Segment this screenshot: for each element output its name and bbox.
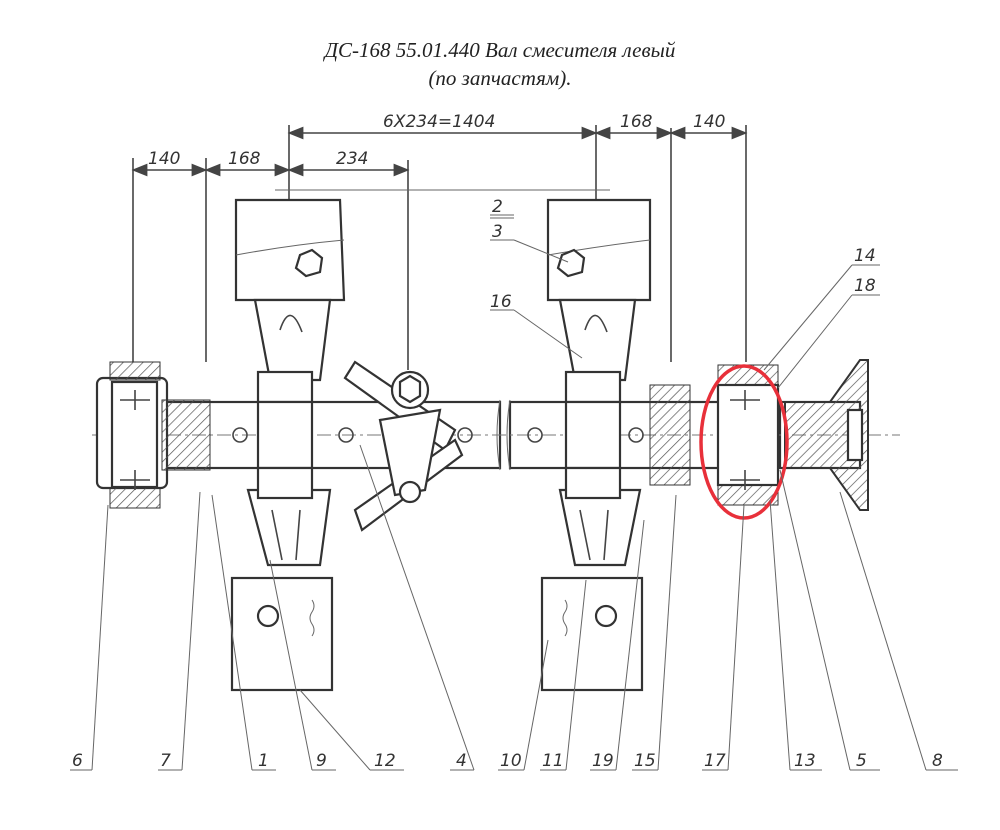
callout-14: 14 xyxy=(854,246,876,266)
label-9: 9 xyxy=(316,751,327,771)
callout-18: 18 xyxy=(854,276,876,296)
label-10: 10 xyxy=(500,751,522,771)
highlight-ellipse xyxy=(699,364,789,520)
dim-234: 234 xyxy=(336,149,368,169)
label-6: 6 xyxy=(72,751,83,771)
label-4: 4 xyxy=(456,751,467,771)
bottom-leaders xyxy=(70,444,958,771)
label-8: 8 xyxy=(932,751,943,771)
bearing-left xyxy=(95,361,211,509)
drawing-subtitle: (по запчастям). xyxy=(428,66,572,90)
callout-16: 16 xyxy=(490,292,512,312)
callout-2: 2 xyxy=(492,197,503,217)
label-13: 13 xyxy=(794,751,816,771)
dim-140-right: 140 xyxy=(693,112,725,132)
bearing-right xyxy=(716,359,869,511)
paddle-right xyxy=(540,198,652,692)
label-5: 5 xyxy=(856,751,867,771)
drawing-title: ДС-168 55.01.440 Вал смесителя левый xyxy=(324,38,676,62)
dim-total: 6X234=1404 xyxy=(383,112,495,132)
dim-168-left: 168 xyxy=(228,149,261,169)
dim-168-right: 168 xyxy=(620,112,653,132)
dim-140-left: 140 xyxy=(148,149,180,169)
label-15: 15 xyxy=(634,751,656,771)
label-11: 11 xyxy=(542,751,564,771)
label-1: 1 xyxy=(258,751,269,771)
label-17: 17 xyxy=(704,751,726,771)
top-callouts xyxy=(490,214,880,389)
dimension-lines xyxy=(131,126,748,177)
callout-3: 3 xyxy=(492,222,503,242)
label-19: 19 xyxy=(592,751,614,771)
label-12: 12 xyxy=(374,751,396,771)
collars xyxy=(256,370,691,500)
extension-lines xyxy=(132,125,747,370)
label-7: 7 xyxy=(160,751,171,771)
